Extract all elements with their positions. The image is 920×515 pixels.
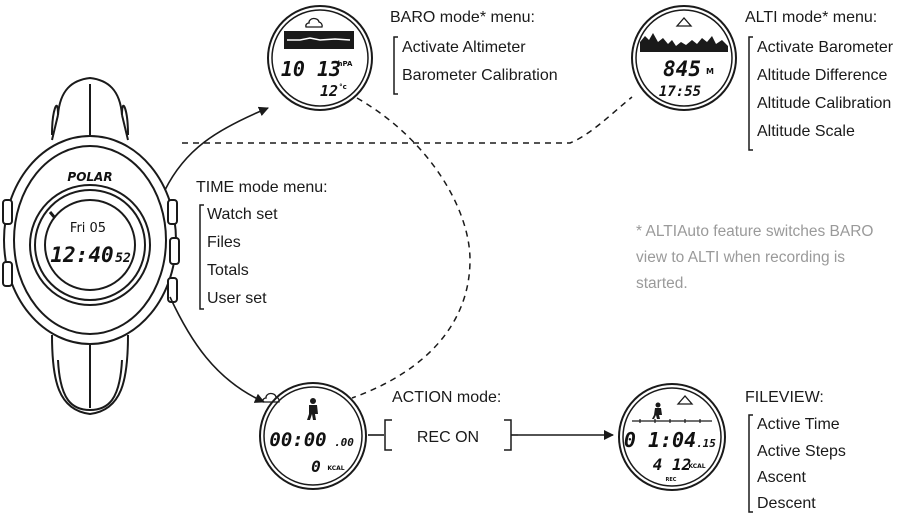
- action-calories: 0: [311, 457, 321, 476]
- fileview-calories: 4 12: [653, 455, 692, 474]
- time-menu-item-user-set: User set: [207, 290, 267, 307]
- fileview-duration-frac: .15: [696, 437, 716, 450]
- cloud-icon: [305, 17, 323, 28]
- action-duration-frac: .00: [334, 436, 354, 449]
- dashed-to-alti: [182, 96, 633, 144]
- time-menu-item-watch-set: Watch set: [207, 206, 278, 223]
- watch-time: 12:40: [50, 243, 113, 267]
- footnote-line-2: view to ALTI when recording is: [636, 249, 845, 266]
- time-menu-item-totals: Totals: [207, 262, 249, 279]
- baro-menu-title: BARO mode* menu:: [390, 9, 535, 26]
- baro-pressure-unit: hPA: [338, 60, 353, 68]
- action-duration: 00:00: [269, 429, 326, 451]
- time-menu-item-files: Files: [207, 234, 241, 251]
- fileview-display: [618, 383, 726, 491]
- alti-menu-title: ALTI mode* menu:: [745, 9, 877, 26]
- alti-menu-item-activate-barometer: Activate Barometer: [757, 39, 894, 56]
- action-display: [259, 382, 367, 490]
- fileview-duration: 0 1:04: [624, 428, 696, 452]
- fileview-title: FILEVIEW:: [745, 389, 824, 406]
- footnote-line-1: * ALTIAuto feature switches BARO: [636, 223, 874, 240]
- watch-date: Fri 05: [70, 221, 106, 236]
- fileview-calories-unit: KCAL: [688, 463, 705, 470]
- baro-temperature: 12: [320, 82, 338, 100]
- runner-icon: [307, 398, 318, 420]
- fileview-item-ascent: Ascent: [757, 469, 806, 486]
- baro-menu-item-barometer-calibration: Barometer Calibration: [402, 67, 558, 84]
- alti-menu-item-altitude-calibration: Altitude Calibration: [757, 95, 891, 112]
- rec-on-label: REC ON: [417, 429, 479, 446]
- runner-icon-fileview: [652, 402, 662, 419]
- baro-display: [267, 5, 373, 111]
- footnote-line-3: started.: [636, 275, 688, 292]
- baro-pressure: 10 13: [281, 57, 341, 81]
- mountain-icon-fileview: [676, 395, 694, 405]
- fileview-item-descent: Descent: [757, 495, 816, 512]
- action-calories-unit: KCAL: [327, 465, 344, 472]
- baro-menu-bracket: [393, 36, 398, 95]
- alti-display: [631, 5, 737, 111]
- rec-on-box: [384, 419, 518, 451]
- watch-brand: POLAR: [67, 170, 112, 184]
- time-menu-title: TIME mode menu:: [196, 179, 328, 196]
- baro-menu-item-activate-altimeter: Activate Altimeter: [402, 39, 526, 56]
- fileview-item-active-steps: Active Steps: [757, 443, 846, 460]
- watch-seconds: 52: [115, 251, 131, 266]
- fileview-item-active-time: Active Time: [757, 416, 840, 433]
- alti-menu-bracket: [748, 36, 753, 151]
- time-menu-bracket: [199, 204, 204, 310]
- fileview-rec: REC: [666, 477, 677, 483]
- baro-temperature-unit: °c: [339, 83, 347, 91]
- alti-menu-item-altitude-scale: Altitude Scale: [757, 123, 855, 140]
- alti-altitude: 845: [663, 57, 701, 81]
- arrow-to-baro: [164, 106, 269, 191]
- watch-icon: [2, 76, 180, 416]
- fileview-bracket: [748, 414, 753, 513]
- mountain-icon: [675, 17, 693, 27]
- arrow-to-action: [169, 296, 265, 403]
- alti-time: 17:55: [659, 84, 701, 100]
- alti-altitude-unit: M: [706, 67, 714, 76]
- cloud-icon-action: [262, 392, 280, 403]
- action-mode-title: ACTION mode:: [392, 389, 501, 406]
- dashed-loop: [351, 97, 471, 399]
- alti-menu-item-altitude-difference: Altitude Difference: [757, 67, 888, 84]
